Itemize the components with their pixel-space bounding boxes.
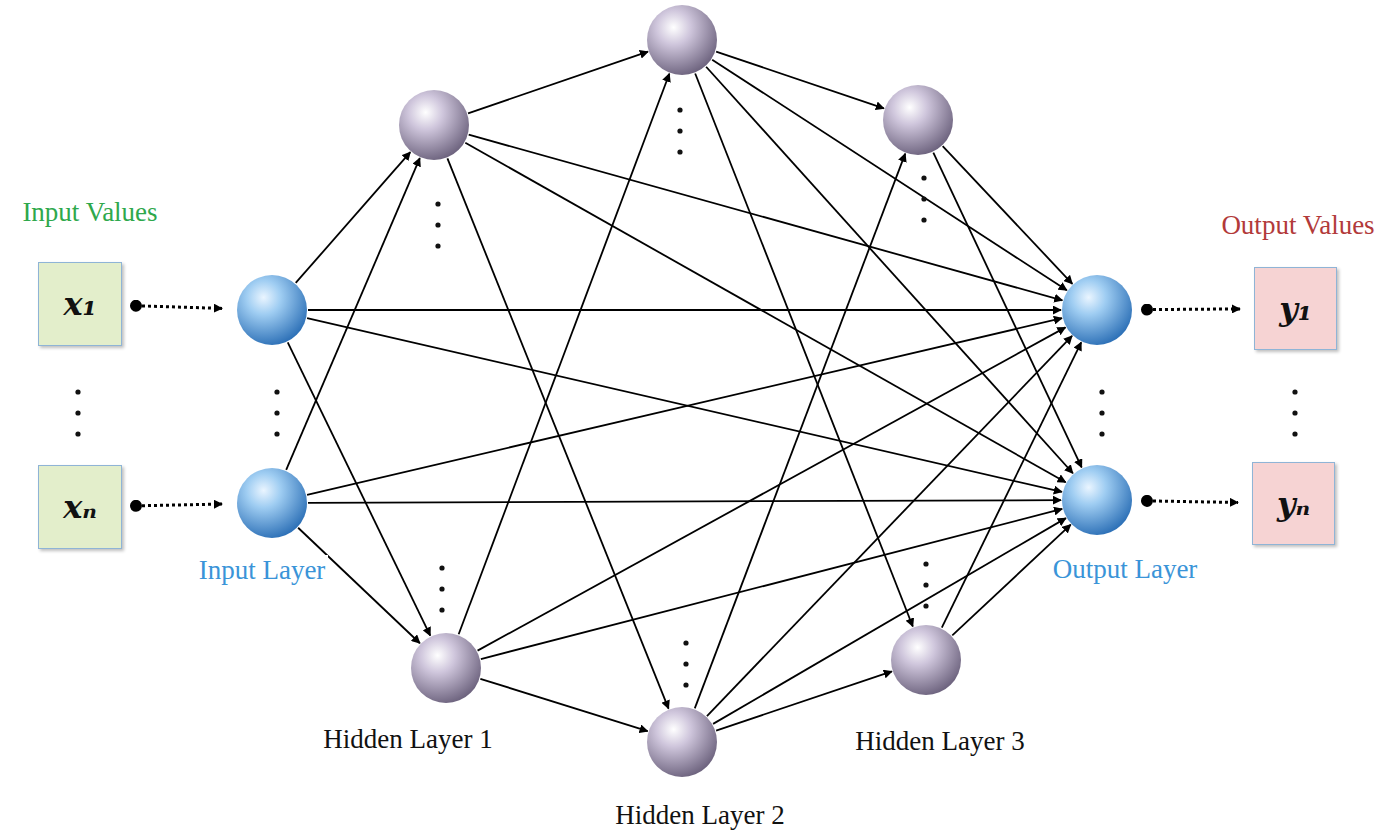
neuron-circle [236, 467, 308, 539]
weight-connection [480, 679, 647, 731]
neuron-circle [236, 274, 308, 346]
neuron-fill [411, 633, 481, 703]
weight-connection [933, 153, 1081, 468]
value-arrow [1147, 307, 1240, 311]
neuron-circle [398, 89, 470, 161]
weight-connection [307, 318, 1062, 495]
neuron-fill [237, 275, 307, 345]
neuron-circle [890, 624, 962, 696]
weight-connection [447, 158, 668, 708]
weight-connection [712, 60, 1067, 291]
weight-connection [695, 73, 913, 626]
weight-connection [288, 342, 431, 635]
neuron-fill [891, 625, 961, 695]
weight-connection [716, 52, 884, 109]
layer-label: Hidden Layer 2 [612, 800, 787, 831]
weight-connection [695, 154, 905, 709]
neuron-circle [410, 632, 482, 704]
weight-connection [478, 327, 1066, 650]
output-value-box: yₙ [1252, 462, 1335, 545]
hidden-neuron: Hidden Layer 3 [890, 624, 962, 696]
output-values-label: Output Values [1218, 210, 1377, 241]
weight-connection [713, 518, 1066, 724]
weight-connection [296, 152, 411, 283]
output-neuron [1061, 274, 1133, 346]
weight-connection [308, 309, 1061, 311]
input-value-box: x₁ [38, 262, 122, 346]
layer-label: Hidden Layer 1 [320, 724, 495, 755]
neuron-circle [882, 84, 954, 156]
weight-connection [308, 500, 1061, 503]
weight-connection [465, 143, 1065, 483]
value-symbol: x₁ [63, 285, 96, 323]
input-neuron [236, 274, 308, 346]
input-value-box: xₙ [38, 465, 122, 549]
weight-connection [706, 67, 1073, 474]
neuron-fill [647, 5, 717, 75]
weight-connection [707, 336, 1072, 716]
neuron-fill [647, 707, 717, 777]
value-arrow [136, 306, 222, 309]
weight-connection [469, 135, 1063, 301]
value-symbol: xₙ [63, 488, 97, 526]
layer-label: Hidden Layer 3 [852, 726, 1027, 757]
value-arrow [136, 504, 222, 506]
neuron-fill [1062, 275, 1132, 345]
neuron-fill [399, 90, 469, 160]
input-neuron: Input Layer [236, 467, 308, 539]
output-neuron: Output Layer [1061, 464, 1133, 536]
neuron-circle [646, 706, 718, 778]
neuron-circle [1061, 464, 1133, 536]
neuron-fill [883, 85, 953, 155]
output-value-box: y₁ [1254, 267, 1337, 350]
input-values-label: Input Values [19, 197, 160, 228]
value-arrow [1147, 501, 1238, 503]
hidden-neuron [398, 89, 470, 161]
weight-connection [481, 509, 1062, 659]
hidden-neuron [882, 84, 954, 156]
value-symbol: y₁ [1279, 290, 1312, 328]
hidden-neuron: Hidden Layer 2 [646, 706, 718, 778]
layer-label: Input Layer [196, 555, 329, 586]
neuron-circle [1061, 274, 1133, 346]
layer-label: Output Layer [1050, 554, 1201, 585]
neuron-circle [646, 4, 718, 76]
value-symbol: yₙ [1277, 485, 1310, 523]
neuron-fill [237, 468, 307, 538]
neuron-fill [1062, 465, 1132, 535]
hidden-neuron [646, 4, 718, 76]
hidden-neuron: Hidden Layer 1 [410, 632, 482, 704]
weight-connection [468, 52, 648, 114]
